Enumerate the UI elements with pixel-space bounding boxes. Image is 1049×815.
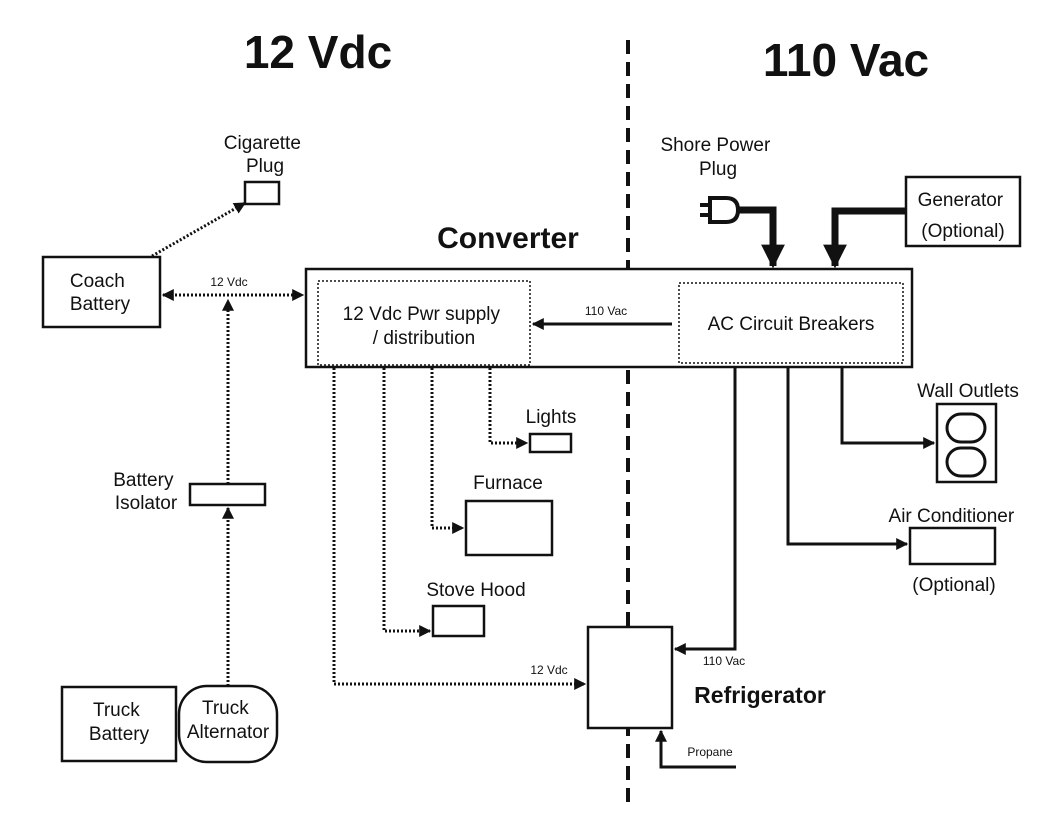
furnace-box: [464, 499, 554, 557]
coach-battery-box: [41, 255, 162, 329]
ac-feed-label: 110 Vac: [585, 304, 627, 318]
coach-battery-label: Coach Battery: [70, 271, 131, 315]
cigarette-plug-label: Cigarette Plug: [224, 133, 306, 177]
fridge-ac-wire: [673, 368, 737, 655]
refrigerator-box: [586, 625, 674, 730]
air-conditioner-wire: [786, 368, 909, 550]
fridge-dc-label: 12 Vdc: [530, 663, 567, 677]
wall-outlets-wire: [840, 368, 936, 449]
shore-power-label: Shore Power Plug: [660, 135, 775, 180]
truck-battery-label: Truck Battery: [89, 700, 150, 745]
truck-battery-box: [60, 685, 178, 763]
furnace-label: Furnace: [473, 473, 543, 494]
fridge-ac-label: 110 Vac: [703, 654, 745, 668]
air-conditioner-label: Air Conditioner (Optional): [889, 506, 1020, 596]
heading-converter: Converter: [437, 222, 579, 255]
ac-breakers-label: AC Circuit Breakers: [708, 314, 875, 335]
cigarette-wire: [151, 201, 247, 258]
lights-box: [528, 432, 573, 454]
furnace-wire: [430, 368, 465, 534]
plug-icon: [700, 196, 741, 224]
wall-outlets-label: Wall Outlets: [917, 381, 1019, 402]
stove-hood-label: Stove Hood: [426, 580, 525, 601]
propane-line: [655, 729, 736, 769]
cigarette-plug-box: [243, 180, 281, 206]
pwr-supply-label: 12 Vdc Pwr supply / distribution: [343, 304, 506, 349]
fridge-dc-wire: [332, 368, 587, 690]
heading-110vac: 110 Vac: [763, 34, 929, 86]
battery-isolator-box: [188, 482, 267, 507]
propane-label: Propane: [687, 745, 733, 759]
dc-bus-label: 12 Vdc: [210, 275, 247, 289]
battery-isolator-label: Battery Isolator: [113, 470, 178, 514]
ac-breakers-box: [678, 282, 904, 364]
heading-12vdc: 12 Vdc: [244, 26, 392, 78]
truck-alternator-label: Truck Alternator: [187, 698, 270, 743]
stove-hood-box: [431, 604, 486, 638]
lights-wire: [488, 368, 529, 449]
stove-hood-wire: [382, 368, 432, 637]
outlet-icon: [945, 446, 987, 478]
generator-label: Generator (Optional): [918, 190, 1009, 242]
pwr-supply-box: [317, 280, 531, 366]
converter-box: [304, 267, 914, 369]
lights-label: Lights: [526, 407, 577, 428]
generator-wire: [823, 207, 906, 269]
shore-power-wire: [738, 206, 785, 269]
outlet-icon: [945, 412, 987, 444]
air-conditioner-box: [908, 526, 997, 566]
heading-refrigerator: Refrigerator: [694, 682, 826, 708]
generator-box: [904, 175, 1022, 248]
